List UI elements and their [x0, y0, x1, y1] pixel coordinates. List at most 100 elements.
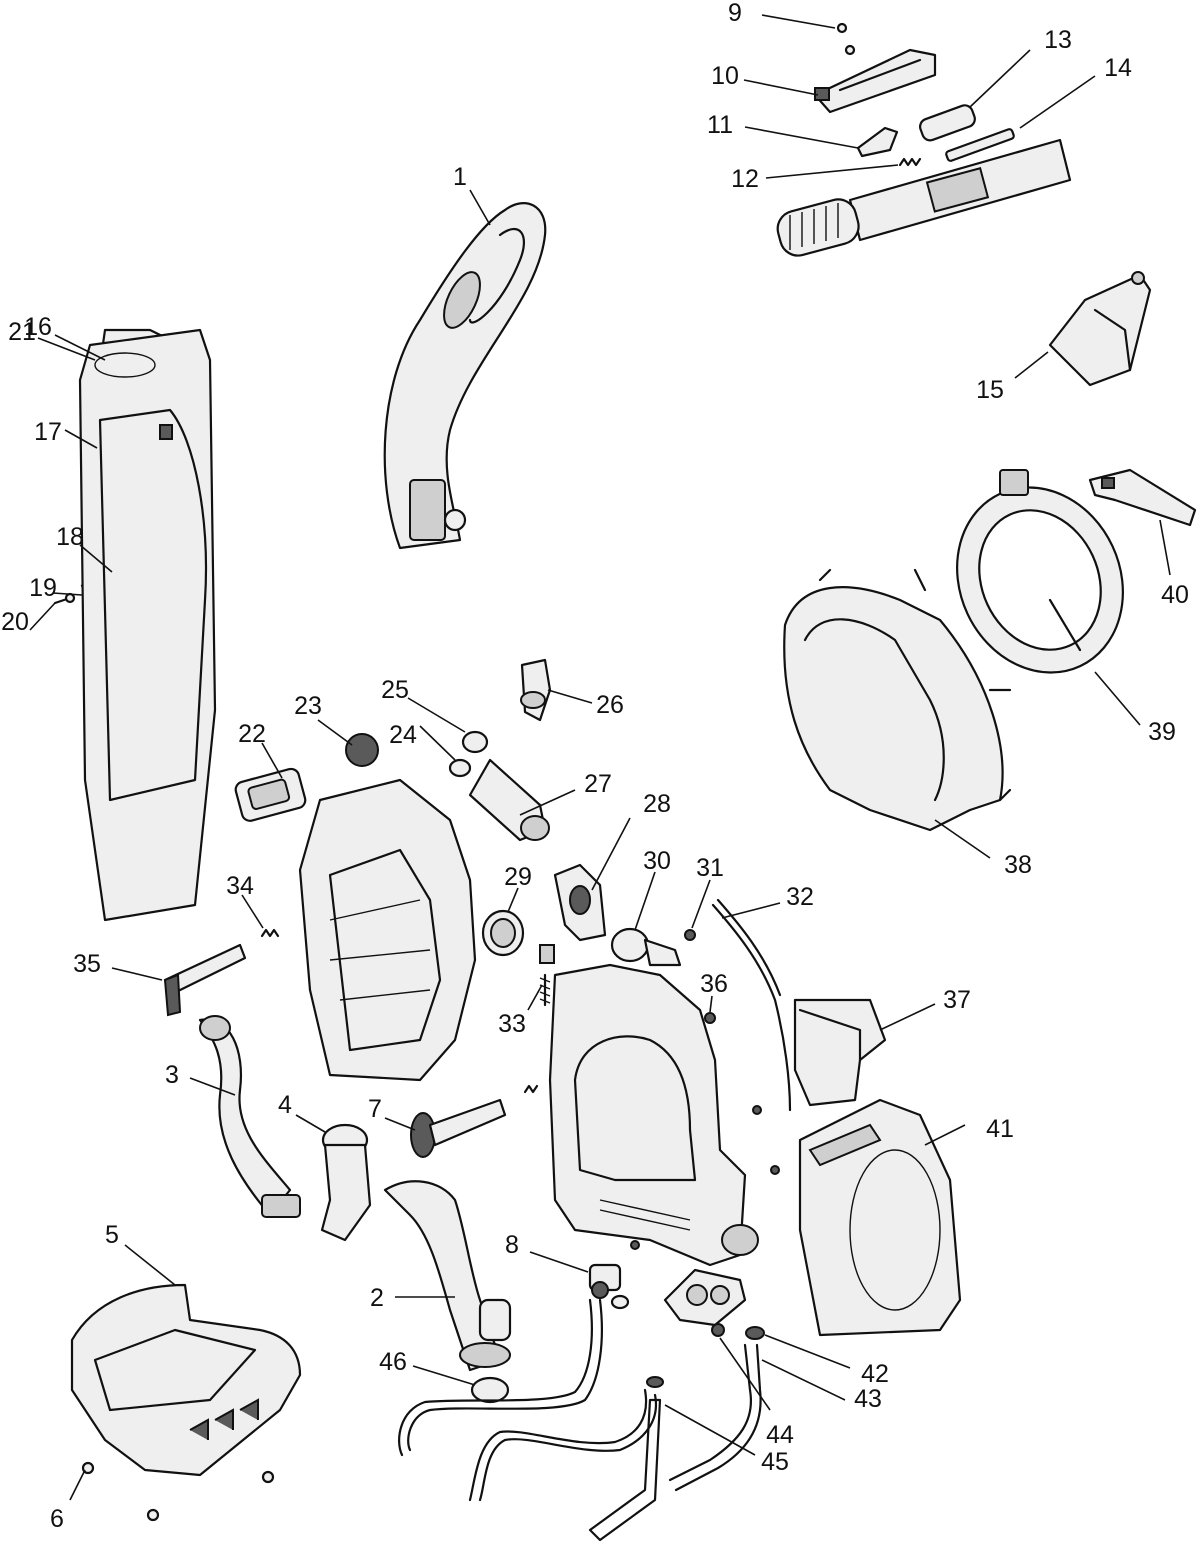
callout-37-label: 37 [943, 986, 971, 1014]
callout-42: 42 [764, 1334, 889, 1388]
callout-28: 28 [591, 790, 671, 891]
callout-36-label: 36 [700, 970, 728, 998]
callout-3: 3 [165, 1061, 236, 1096]
part-21-tank [78, 328, 217, 922]
callout-3-label: 3 [165, 1061, 179, 1089]
callout-20: 20 [1, 602, 56, 636]
part-tube-lower [398, 1298, 658, 1502]
callout-34-label: 34 [226, 872, 254, 900]
callout-5: 5 [105, 1221, 176, 1286]
callout-39: 39 [1094, 671, 1176, 746]
callout-2: 2 [370, 1284, 455, 1312]
part-44-pump-valve [663, 1268, 747, 1337]
callout-19: 19 [29, 574, 83, 602]
callout-32-label: 32 [786, 883, 814, 911]
callout-30-label: 30 [643, 847, 671, 875]
part-33-pin [539, 944, 555, 1007]
callout-8: 8 [505, 1231, 589, 1273]
callout-39-label: 39 [1148, 718, 1176, 746]
callout-22: 22 [238, 720, 283, 779]
callout-44: 44 [719, 1337, 794, 1449]
callout-10-label: 10 [711, 62, 739, 90]
part-28-bracket [553, 863, 607, 942]
callout-41: 41 [924, 1115, 1014, 1146]
part-15-upholstery-tool [1048, 271, 1152, 387]
callout-32: 32 [721, 883, 814, 919]
callout-38-label: 38 [1004, 851, 1032, 879]
callout-43-label: 43 [854, 1385, 882, 1413]
callout-5-label: 5 [105, 1221, 119, 1249]
callout-6: 6 [50, 1469, 86, 1533]
callout-20-label: 20 [1, 608, 29, 636]
callout-44-label: 44 [766, 1421, 794, 1449]
part-14-valve-pin [945, 128, 1015, 162]
part-39-hose-ring [956, 469, 1124, 674]
callout-29-label: 29 [504, 863, 532, 891]
callout-46-label: 46 [379, 1348, 407, 1376]
part-24-o-ring [448, 758, 472, 778]
callout-24-label: 24 [389, 721, 417, 749]
part-1-handle [383, 202, 547, 550]
part-31-screw [684, 929, 696, 941]
callout-46: 46 [379, 1348, 476, 1386]
part-40-crevice-tool [1088, 468, 1197, 527]
callout-1: 1 [453, 163, 491, 226]
callout-27: 27 [519, 770, 612, 816]
callout-31-label: 31 [696, 854, 724, 882]
callout-25: 25 [381, 676, 466, 733]
callout-19-label: 19 [29, 574, 57, 602]
callout-12-label: 12 [731, 165, 759, 193]
callout-41-label: 41 [986, 1115, 1014, 1143]
callout-8-label: 8 [505, 1231, 519, 1259]
callout-4: 4 [278, 1091, 326, 1133]
callout-12: 12 [731, 164, 899, 193]
part-27-pump [468, 758, 550, 842]
part-26-release-lever [520, 658, 552, 722]
callout-22-label: 22 [238, 720, 266, 748]
part-25-o-ring [461, 730, 489, 754]
callout-23-label: 23 [294, 692, 322, 720]
part-41-tank-shell [798, 1098, 962, 1337]
part-32-wire [711, 898, 792, 1112]
callout-1-label: 1 [453, 163, 467, 191]
callout-26: 26 [547, 689, 624, 719]
callout-9: 9 [728, 0, 836, 29]
callout-11: 11 [707, 111, 859, 149]
callout-45: 45 [664, 1404, 789, 1476]
callout-7: 7 [368, 1095, 416, 1131]
part-42-clamp [745, 1326, 765, 1340]
callout-33: 33 [498, 984, 543, 1038]
callout-30: 30 [634, 847, 671, 931]
part-36-screw [704, 1012, 716, 1024]
part-37-bracket [793, 998, 887, 1107]
callout-14-label: 14 [1104, 54, 1132, 82]
part-29-ring [481, 909, 525, 957]
part-7-latch [410, 1084, 539, 1158]
part-2-tube [383, 1180, 512, 1372]
part-11-trigger [856, 126, 899, 158]
callout-9-label: 9 [728, 0, 742, 27]
callout-37: 37 [879, 986, 971, 1031]
callout-18: 18 [56, 523, 113, 573]
part-13-valve-body [919, 104, 976, 142]
callout-6-label: 6 [50, 1505, 64, 1533]
part-23-base-housing [298, 733, 477, 1082]
part-8-valve [588, 1263, 630, 1310]
callout-33-label: 33 [498, 1010, 526, 1038]
callout-34: 34 [226, 872, 264, 929]
callout-38: 38 [934, 819, 1032, 879]
part-46-o-ring [470, 1376, 510, 1404]
callout-16: 16 [24, 313, 106, 361]
part-center-housing [548, 963, 759, 1267]
callout-2-label: 2 [370, 1284, 384, 1312]
callout-36: 36 [700, 970, 728, 1013]
callout-4-label: 4 [278, 1091, 292, 1119]
callout-11-label: 11 [707, 111, 733, 139]
callout-45-label: 45 [761, 1448, 789, 1476]
callout-27-label: 27 [584, 770, 612, 798]
callout-21: 21 [8, 318, 96, 361]
callout-15: 15 [976, 351, 1049, 404]
part-30-clip [610, 927, 682, 967]
callout-40: 40 [1159, 519, 1189, 609]
